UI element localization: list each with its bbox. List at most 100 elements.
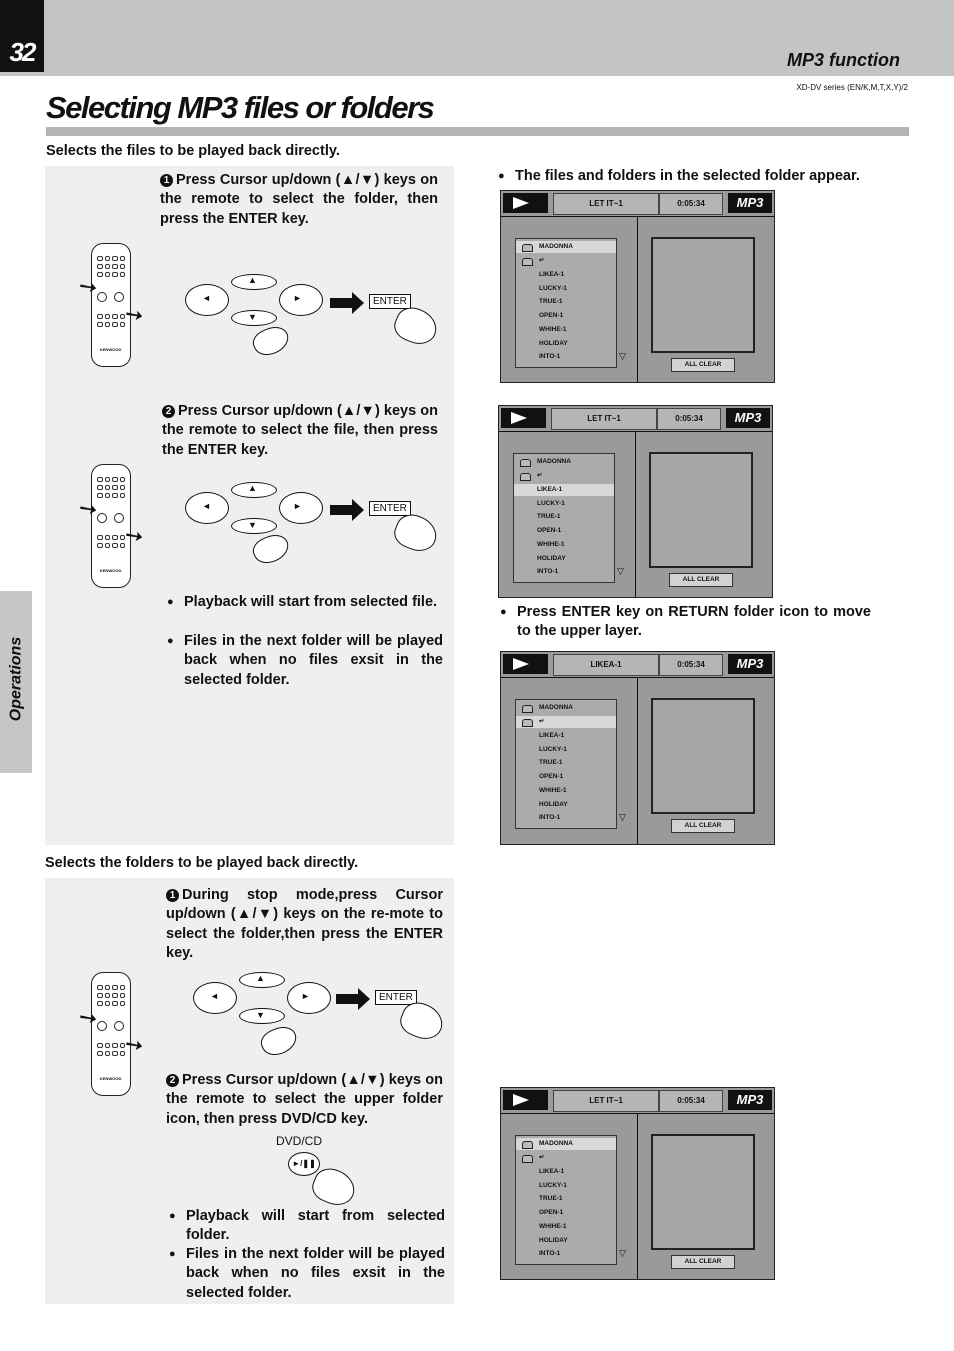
list-item-file[interactable]: INTO-1: [516, 1248, 616, 1260]
all-clear-button[interactable]: ALL CLEAR: [671, 358, 735, 372]
list-item-file[interactable]: INTO-1: [514, 566, 614, 578]
list-item-file[interactable]: HOLIDAY: [516, 1235, 616, 1247]
file-name: WHIHE-1: [539, 1222, 567, 1230]
list-item-file[interactable]: HOLIDAY: [516, 338, 616, 350]
elapsed-time: 0:05:34: [659, 193, 723, 215]
down-key-icon: ▼: [248, 520, 257, 530]
mp3-logo: MP3: [726, 408, 770, 428]
list-item-return[interactable]: ↵: [516, 716, 616, 728]
list-item-return[interactable]: ↵: [514, 470, 614, 482]
list-item-file[interactable]: OPEN-1: [516, 1207, 616, 1219]
down-key-icon: ▼: [256, 1010, 265, 1020]
list-item-folder[interactable]: MADONNA: [514, 456, 614, 468]
file-name: WHIHE-1: [537, 540, 565, 548]
list-item-folder[interactable]: MADONNA: [516, 241, 616, 253]
dvd-cd-key-label: DVD/CD: [276, 1134, 323, 1148]
file-name: LUCKY-1: [539, 1181, 567, 1189]
list-item-folder[interactable]: MADONNA: [516, 702, 616, 714]
folders-bullet-1: Playback will start from selected folder…: [169, 1207, 445, 1246]
list-item-file[interactable]: LUCKY-1: [514, 498, 614, 510]
list-item-file[interactable]: TRUE-1: [516, 296, 616, 308]
list-item-folder[interactable]: MADONNA: [516, 1138, 616, 1150]
cursor-keys-illustration: ◄ ► ▲ ▼: [185, 274, 325, 364]
header-band: [0, 0, 954, 76]
scroll-down-icon[interactable]: ▽: [619, 351, 626, 361]
list-item-file[interactable]: OPEN-1: [514, 525, 614, 537]
note-return-folder: Press ENTER key on RETURN folder icon to…: [500, 603, 871, 642]
file-name: INTO-1: [539, 353, 561, 361]
file-name: TRUE-1: [539, 759, 563, 767]
list-item-file[interactable]: LUCKY-1: [516, 1180, 616, 1192]
list-item-file[interactable]: LUCKY-1: [516, 744, 616, 756]
list-item-file[interactable]: OPEN-1: [516, 771, 616, 783]
return-icon: ↵: [537, 472, 543, 479]
preview-area: [649, 452, 753, 568]
file-name: LIKEA-1: [539, 1168, 565, 1175]
folder-name: MADONNA: [539, 1140, 573, 1147]
track-name: LET IT~1: [553, 1090, 659, 1112]
folder-name: MADONNA: [539, 704, 573, 711]
up-key-icon: ▲: [256, 973, 265, 983]
up-key-icon: ▲: [248, 275, 257, 285]
list-item-file[interactable]: LUCKY-1: [516, 283, 616, 295]
play-indicator-icon: [503, 654, 548, 674]
folder-icon: [520, 473, 531, 481]
all-clear-button[interactable]: ALL CLEAR: [671, 819, 735, 833]
file-name: WHIHE-1: [539, 786, 567, 794]
next-arrow-icon: [330, 499, 364, 521]
files-section-heading: Selects the files to be played back dire…: [46, 143, 340, 159]
list-item-file[interactable]: LIKEA-1: [516, 269, 616, 281]
list-item-return[interactable]: ↵: [516, 1152, 616, 1164]
scroll-down-icon[interactable]: ▽: [619, 812, 626, 822]
remote-brand-logo: KENWOOD: [100, 347, 122, 352]
pressing-hand-icon: [249, 321, 293, 361]
list-item-file[interactable]: INTO-1: [516, 351, 616, 363]
list-item-file[interactable]: TRUE-1: [514, 511, 614, 523]
list-item-file[interactable]: TRUE-1: [516, 1193, 616, 1205]
list-item-file[interactable]: WHIHE-1: [516, 1221, 616, 1233]
down-key-icon: ▼: [248, 312, 257, 322]
folder-icon: [522, 1141, 533, 1149]
file-name: LIKEA-1: [537, 486, 563, 493]
list-item-file[interactable]: LIKEA-1: [514, 484, 614, 496]
screen-divider: [637, 1113, 638, 1279]
step-number-1: 1: [166, 889, 179, 902]
list-item-file[interactable]: INTO-1: [516, 812, 616, 824]
list-item-file[interactable]: TRUE-1: [516, 757, 616, 769]
file-name: HOLIDAY: [539, 339, 568, 347]
all-clear-button[interactable]: ALL CLEAR: [671, 1255, 735, 1269]
track-name: LET IT~1: [553, 193, 659, 215]
list-item-file[interactable]: LIKEA-1: [516, 1166, 616, 1178]
list-item-file[interactable]: HOLIDAY: [514, 553, 614, 565]
remote-brand-logo: KENWOOD: [100, 1076, 122, 1081]
file-name: INTO-1: [539, 1250, 561, 1258]
scroll-down-icon[interactable]: ▽: [619, 1248, 626, 1258]
remote-control-illustration: KENWOOD: [91, 972, 131, 1096]
all-clear-button[interactable]: ALL CLEAR: [669, 573, 733, 587]
list-item-file[interactable]: WHIHE-1: [514, 539, 614, 551]
folder-icon: [522, 719, 533, 727]
files-bullet-2: Files in the next folder will be played …: [167, 632, 443, 690]
list-item-file[interactable]: HOLIDAY: [516, 799, 616, 811]
section-title: MP3 function: [787, 50, 900, 70]
mp3-logo: MP3: [728, 654, 772, 674]
list-item-file[interactable]: OPEN-1: [516, 310, 616, 322]
file-name: HOLIDAY: [539, 800, 568, 808]
file-name: LUCKY-1: [537, 499, 565, 507]
list-item-file[interactable]: WHIHE-1: [516, 324, 616, 336]
file-name: OPEN-1: [539, 773, 564, 781]
list-item-file[interactable]: LIKEA-1: [516, 730, 616, 742]
preview-area: [651, 698, 755, 814]
folder-icon: [522, 244, 533, 252]
side-tab-label: Operations: [7, 636, 25, 722]
enter-key: ENTER: [375, 990, 417, 1005]
left-key-icon: ◄: [210, 991, 219, 1001]
scroll-down-icon[interactable]: ▽: [617, 566, 624, 576]
list-item-return[interactable]: ↵: [516, 255, 616, 267]
up-key-icon: ▲: [248, 483, 257, 493]
list-item-file[interactable]: WHIHE-1: [516, 785, 616, 797]
next-arrow-icon: [336, 988, 370, 1010]
